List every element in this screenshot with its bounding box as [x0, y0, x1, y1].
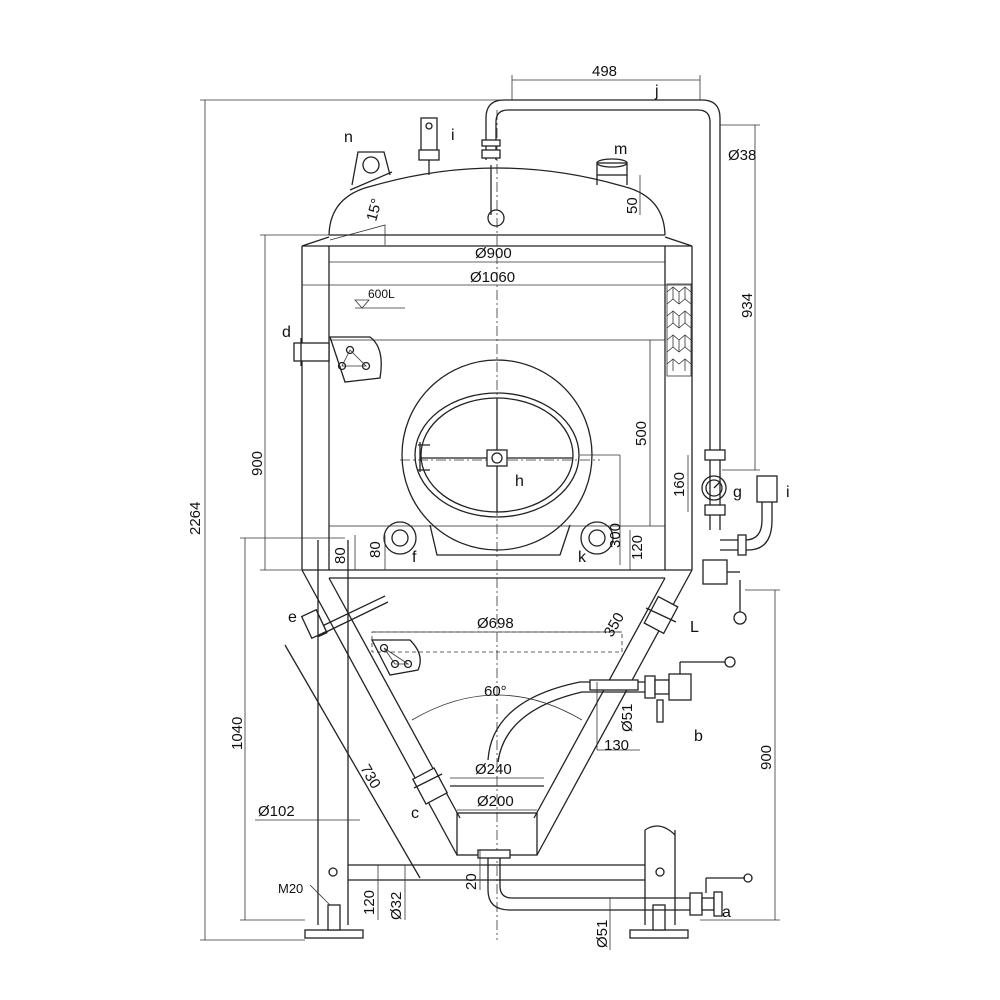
dim-730: 730 — [357, 762, 384, 792]
lifting-lug-n — [349, 151, 393, 191]
manway-h — [401, 359, 621, 565]
gauge-g — [701, 475, 727, 501]
dim-cone-top-diameter: Ø698 — [477, 615, 514, 632]
dim-1040: 1040 — [229, 717, 246, 750]
label-j: j — [654, 83, 659, 100]
cooling-jacket — [328, 339, 666, 653]
dim-80-left: 80 — [367, 541, 384, 558]
dim-foot-bolt: M20 — [278, 881, 303, 896]
dim-900-cylinder: 900 — [249, 451, 266, 476]
dim-cone-bottom-diameter: Ø240 — [475, 761, 512, 778]
dim-inner-diameter: Ø900 — [475, 245, 512, 262]
drain-valve-a — [477, 849, 753, 917]
dim-20: 20 — [463, 873, 480, 890]
dim-934: 934 — [739, 293, 756, 318]
dim-leg-diameter: Ø102 — [258, 803, 295, 820]
label-g: g — [733, 484, 742, 501]
dim-120-k: 120 — [629, 535, 646, 560]
dim-500: 500 — [633, 421, 650, 446]
dim-60deg: 60° — [484, 683, 507, 700]
legs — [284, 540, 689, 939]
port-i-side — [720, 475, 778, 556]
label-c: c — [411, 805, 419, 822]
label-e: e — [288, 609, 297, 626]
dim-498: 498 — [592, 63, 617, 80]
label-k: k — [578, 549, 587, 566]
dim-15deg: 15° — [363, 197, 385, 223]
component-labels: n i m j d h g i f k e L b c a — [282, 83, 790, 921]
label-a: a — [722, 904, 731, 921]
port-k — [580, 521, 614, 555]
dim-50: 50 — [624, 197, 641, 214]
label-i-top: i — [451, 127, 455, 144]
insulation-hatch — [666, 283, 692, 377]
dimension-text: 2264 498 Ø38 934 50 15° Ø900 Ø1060 600L … — [187, 63, 775, 948]
label-n: n — [344, 129, 353, 146]
port-m — [596, 158, 628, 185]
valve-e — [300, 595, 389, 640]
label-h: h — [515, 473, 524, 490]
dim-160: 160 — [671, 472, 688, 497]
dim-300: 300 — [607, 523, 624, 548]
port-i-top — [418, 117, 440, 175]
label-d: d — [282, 324, 291, 341]
dim-600L: 600L — [368, 287, 395, 301]
cone-bracket — [370, 639, 421, 676]
label-f: f — [412, 549, 417, 566]
dim-2264: 2264 — [187, 502, 204, 535]
dim-drain-pipe-diameter: Ø51 — [594, 920, 611, 948]
port-c — [411, 767, 449, 805]
dim-outer-diameter: Ø1060 — [470, 269, 515, 286]
label-m: m — [614, 141, 627, 158]
dim-900-right: 900 — [758, 745, 775, 770]
dimension-lines — [200, 75, 780, 950]
label-b: b — [694, 728, 703, 745]
label-i-side: i — [786, 484, 790, 501]
port-f — [383, 521, 417, 555]
port-d — [293, 336, 382, 383]
dim-brace-diameter: Ø32 — [388, 892, 405, 920]
dim-pipe-diameter: Ø38 — [728, 147, 756, 164]
racking-arm-b — [487, 656, 736, 763]
dim-drain-diameter: Ø200 — [477, 793, 514, 810]
pipe-j — [481, 99, 747, 625]
port-L — [643, 595, 679, 635]
label-L: L — [690, 619, 699, 636]
dim-350: 350 — [601, 610, 628, 640]
dim-130: 130 — [604, 737, 629, 754]
dim-120-brace: 120 — [361, 890, 378, 915]
dim-80-f: 80 — [332, 547, 349, 564]
dim-outlet-diameter: Ø51 — [619, 704, 636, 732]
